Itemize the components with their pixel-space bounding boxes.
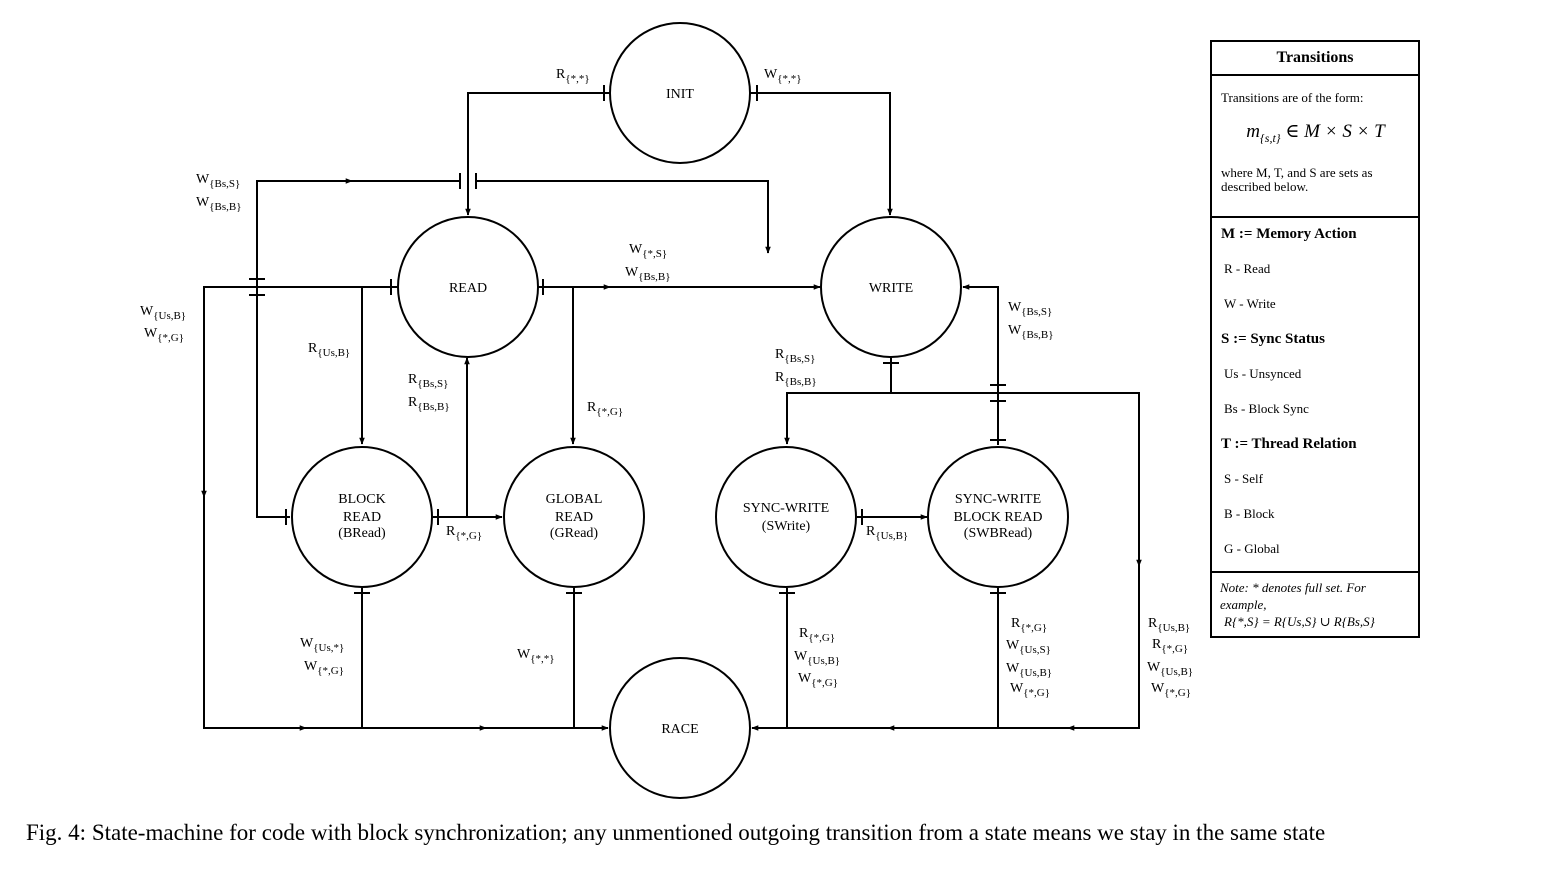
edge-label-syncwrite-to-race: W{Us,B} [794, 649, 840, 667]
state-read: READ [397, 216, 539, 358]
edge-label-syncwrite-to-swbread: R{Us,B} [866, 524, 908, 542]
edge-label-read-to-race: W{*,G} [144, 326, 184, 344]
edge-label-swbread-to-write: W{Bs,B} [1008, 323, 1053, 341]
legend-definitions: M := Memory Action R - Read W - Write S … [1212, 218, 1418, 573]
state-label: BLOCK [338, 492, 385, 507]
edge-label-globalread-to-race: W{*,*} [517, 647, 555, 665]
state-global-read: GLOBAL READ (GRead) [503, 446, 645, 588]
transition-wires [201, 92, 1142, 731]
state-label: BLOCK READ [953, 510, 1042, 525]
legend-heading-sync-status: S := Sync Status [1221, 331, 1325, 347]
state-init: INIT [609, 22, 751, 164]
edge-label-write-to-syncwrite: R{Bs,S} [775, 347, 815, 365]
formula-subscript: {s,t} [1260, 130, 1281, 145]
state-label: SYNC-WRITE [955, 492, 1041, 507]
edge-label-blockread-to-read: R{Bs,B} [408, 395, 450, 413]
state-sync-write-block-read: SYNC-WRITE BLOCK READ (SWBRead) [927, 446, 1069, 588]
edge-label-init-to-read: R{*,*} [556, 67, 590, 85]
state-write: WRITE [820, 216, 962, 358]
state-block-read: BLOCK READ (BRead) [291, 446, 433, 588]
state-label: READ [555, 510, 593, 525]
state-label: SYNC-WRITE [743, 501, 829, 516]
state-label: (SWrite) [762, 519, 811, 534]
edge-label-write-to-syncwrite: R{Bs,B} [775, 370, 817, 388]
edge-label-swbread-to-race: W{*,G} [1010, 681, 1050, 699]
legend-heading-memory-action: M := Memory Action [1221, 226, 1357, 242]
figure-caption: Fig. 4: State-machine for code with bloc… [26, 820, 1326, 845]
legend-note-example: R{*,S} = R{Us,S} ∪ R{Bs,S} [1224, 614, 1375, 629]
legend-form-description: where M, T, and S are sets as described … [1221, 164, 1373, 194]
edge-label-swbread-to-write: W{Bs,S} [1008, 300, 1052, 318]
state-machine-diagram: INIT READ WRITE BLOCK READ (BRead) GLOBA… [140, 22, 1193, 799]
transition-origin-ticks [249, 85, 1006, 594]
edge-label-syncwrite-to-race: W{*,G} [798, 671, 838, 689]
legend-item: Us - Unsynced [1224, 366, 1302, 381]
legend-item: G - Global [1224, 541, 1280, 556]
edge-label-read-to-write: W{Bs,B} [625, 265, 670, 283]
formula-base: m [1246, 121, 1260, 142]
state-label: READ [343, 510, 381, 525]
legend-note-text: Note: * denotes full set. For example, [1220, 580, 1366, 612]
state-label: WRITE [869, 281, 913, 296]
edge-label-write-to-race: W{*,G} [1151, 681, 1191, 699]
state-sync-write: SYNC-WRITE (SWrite) [715, 446, 857, 588]
transitions-legend: Transitions Transitions are of the form:… [1210, 40, 1420, 638]
state-label: RACE [661, 722, 698, 737]
edge-label-syncwrite-to-race: R{*,G} [799, 626, 835, 644]
edge-label-blockread-to-read: R{Bs,S} [408, 372, 448, 390]
edge-label-write-to-race: R{Us,B} [1148, 616, 1190, 634]
legend-formula: m{s,t} ∈ M × S × T [1221, 120, 1410, 146]
edge-label-swbread-to-race: W{Us,B} [1006, 661, 1052, 679]
state-label: INIT [666, 87, 694, 102]
legend-item: W - Write [1224, 296, 1276, 311]
state-label: (SWBRead) [964, 526, 1033, 541]
state-label: (BRead) [338, 526, 386, 541]
legend-form-intro: Transitions are of the form: [1221, 90, 1364, 105]
edge-label-blockread-to-read-loop: W{Bs,S} [196, 172, 240, 190]
edge-label-read-to-globalread: R{*,G} [587, 400, 623, 418]
edge-label-blockread-to-race: W{*,G} [304, 659, 344, 677]
edge-label-read-to-race: W{Us,B} [140, 304, 186, 322]
edge-label-init-to-write: W{*,*} [764, 67, 802, 85]
legend-form-section: Transitions are of the form: m{s,t} ∈ M … [1212, 76, 1418, 218]
legend-item: Bs - Block Sync [1224, 401, 1309, 416]
state-label: (GRead) [550, 526, 599, 541]
legend-heading-thread-relation: T := Thread Relation [1221, 436, 1357, 452]
state-label: GLOBAL [546, 492, 603, 507]
edge-label-write-to-race: R{*,G} [1152, 637, 1188, 655]
legend-title: Transitions [1212, 42, 1418, 76]
edge-label-blockread-to-race: W{Us,*} [300, 636, 344, 654]
legend-item: B - Block [1224, 506, 1275, 521]
legend-item: S - Self [1224, 471, 1263, 486]
legend-item: R - Read [1224, 261, 1271, 276]
edge-label-swbread-to-race: R{*,G} [1011, 616, 1047, 634]
edge-label-read-to-write: W{*,S} [629, 242, 667, 260]
edge-labels: R{*,*} W{*,*} W{Bs,S} W{Bs,B} W{Us,B} W{… [140, 67, 1193, 699]
edge-label-swbread-to-race: W{Us,S} [1006, 638, 1051, 656]
formula-rest: ∈ M × S × T [1280, 121, 1385, 142]
legend-note: Note: * denotes full set. For example, R… [1212, 573, 1418, 630]
edge-label-blockread-to-read-loop: W{Bs,B} [196, 195, 241, 213]
edge-label-read-to-blockread: R{Us,B} [308, 341, 350, 359]
edge-label-write-to-race: W{Us,B} [1147, 660, 1193, 678]
state-label: READ [449, 281, 487, 296]
edge-label-blockread-to-globalread: R{*,G} [446, 524, 482, 542]
state-race: RACE [609, 657, 751, 799]
